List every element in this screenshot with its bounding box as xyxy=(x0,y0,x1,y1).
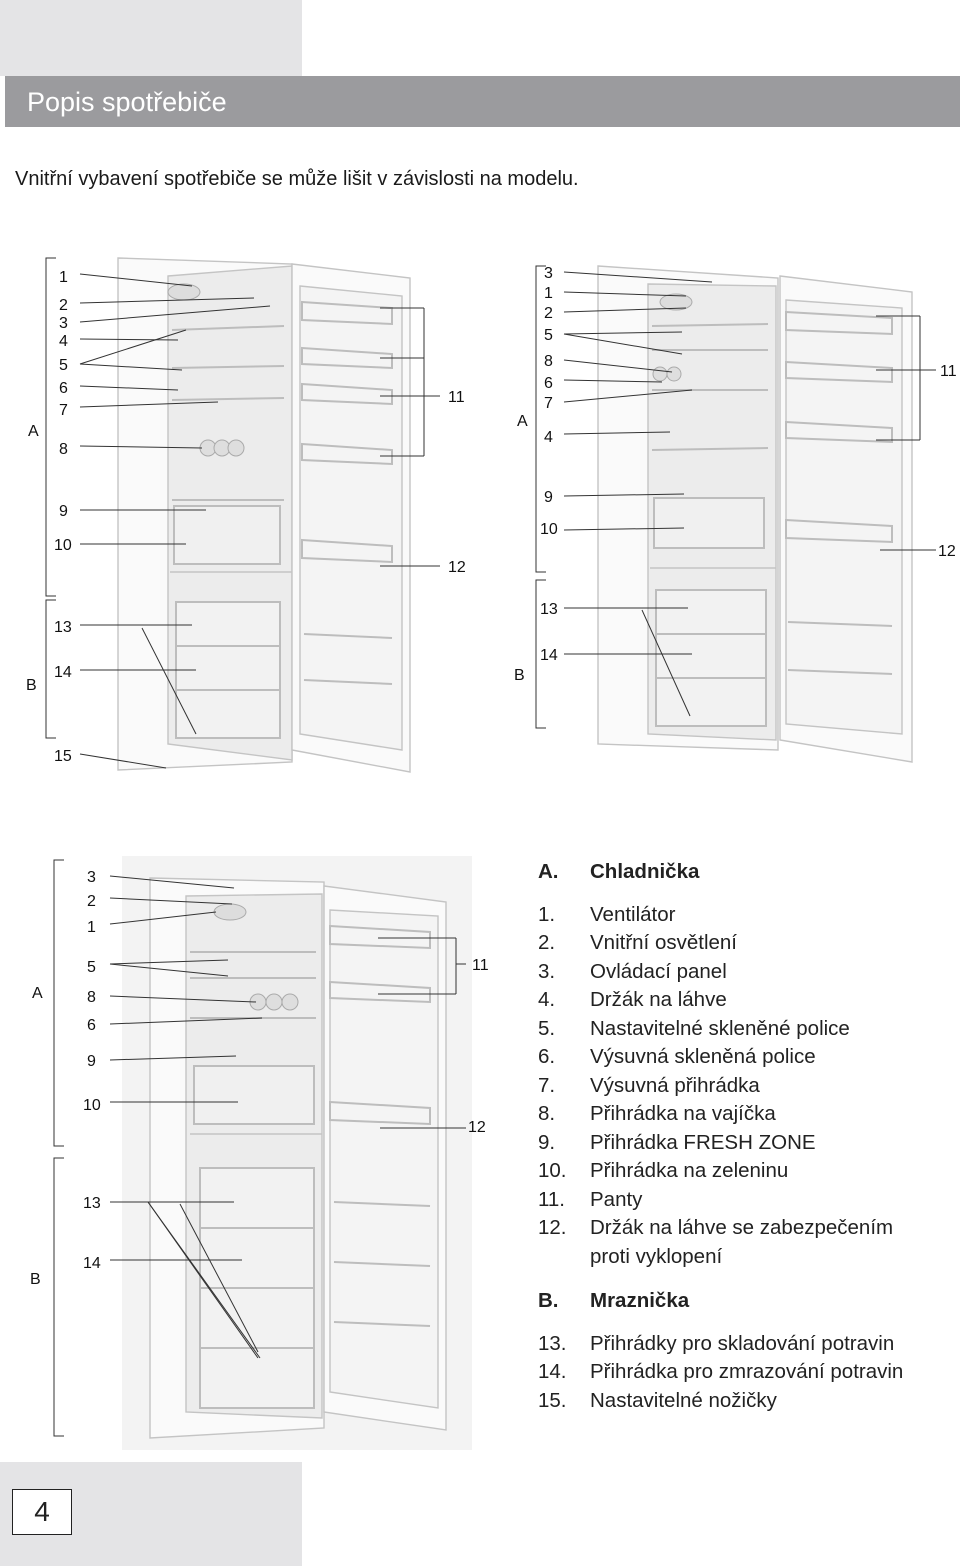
fig3-group-b: B xyxy=(30,1271,41,1288)
fig3-label-3: 3 xyxy=(87,869,96,886)
legend-group-a: A. Chladnička xyxy=(538,858,958,887)
fig3-label-2: 2 xyxy=(87,893,96,910)
fig2-label-14: 14 xyxy=(540,647,558,664)
fig3-label-9: 9 xyxy=(87,1053,96,1070)
fig1-label-1: 1 xyxy=(59,269,68,286)
parts-legend: A. Chladnička 1.Ventilátor 2.Vnitřní osv… xyxy=(538,858,958,1415)
section-title: Popis spotřebiče xyxy=(27,87,227,118)
fig2-label-7: 7 xyxy=(544,395,553,412)
legend-item: 2.Vnitřní osvětlení xyxy=(538,929,958,958)
fig3-label-6: 6 xyxy=(87,1017,96,1034)
section-title-bar: Popis spotřebiče xyxy=(5,76,960,127)
legend-item: 10.Přihrádka na zeleninu xyxy=(538,1157,958,1186)
fig1-label-12: 12 xyxy=(448,559,466,576)
fig1-label-6: 6 xyxy=(59,380,68,397)
legend-item: 15.Nastavitelné nožičky xyxy=(538,1387,958,1416)
fig2-label-4: 4 xyxy=(544,429,553,446)
fig1-label-5: 5 xyxy=(59,357,68,374)
fig3-label-11: 11 xyxy=(472,957,489,974)
fig1-label-4: 4 xyxy=(59,333,68,350)
fig1-label-8: 8 xyxy=(59,441,68,458)
fig2-label-2: 2 xyxy=(544,305,553,322)
fig3-label-1: 1 xyxy=(87,919,96,936)
fig1-label-14: 14 xyxy=(54,664,72,681)
fig2-group-a: A xyxy=(517,413,528,430)
fridge-figure-3: 3 2 1 5 8 6 9 10 13 14 11 12 A B xyxy=(0,852,520,1452)
legend-item: 1.Ventilátor xyxy=(538,901,958,930)
legend-item: 11.Panty xyxy=(538,1186,958,1215)
fig2-label-1: 1 xyxy=(544,285,553,302)
legend-item: 5.Nastavitelné skleněné police xyxy=(538,1015,958,1044)
fig2-label-6: 6 xyxy=(544,375,553,392)
fig1-group-b: B xyxy=(26,677,37,694)
fig1-group-a: A xyxy=(28,423,39,440)
fig2-label-11: 11 xyxy=(940,363,957,380)
fig1-label-13: 13 xyxy=(54,619,72,636)
legend-item: 12.Držák na láhve se zabezpečením xyxy=(538,1214,958,1243)
fig2-label-9: 9 xyxy=(544,489,553,506)
page-number: 4 xyxy=(12,1489,72,1535)
legend-item: 4.Držák na láhve xyxy=(538,986,958,1015)
fig3-label-10: 10 xyxy=(83,1097,101,1114)
fig3-label-13: 13 xyxy=(83,1195,101,1212)
intro-text: Vnitřní vybavení spotřebiče se může liši… xyxy=(15,168,579,191)
legend-item: 7.Výsuvná přihrádka xyxy=(538,1072,958,1101)
legend-item: 14.Přihrádka pro zmrazování potravin xyxy=(538,1358,958,1387)
fig3-group-a: A xyxy=(32,985,43,1002)
legend-item: 13.Přihrádky pro skladování potravin xyxy=(538,1330,958,1359)
fig3-label-14: 14 xyxy=(83,1255,101,1272)
fig3-label-12: 12 xyxy=(468,1119,486,1136)
fig2-label-10: 10 xyxy=(540,521,558,538)
fig1-label-10: 10 xyxy=(54,537,72,554)
fig2-label-5: 5 xyxy=(544,327,553,344)
legend-item: 9.Přihrádka FRESH ZONE xyxy=(538,1129,958,1158)
fig2-group-b: B xyxy=(514,667,525,684)
fig2-label-3: 3 xyxy=(544,265,553,282)
legend-item: 8.Přihrádka na vajíčka xyxy=(538,1100,958,1129)
fig1-label-2: 2 xyxy=(59,297,68,314)
fridge-figure-1: 1 2 3 4 5 6 7 8 9 10 13 14 15 11 12 A B xyxy=(0,250,480,790)
fig1-label-15: 15 xyxy=(54,748,72,765)
fig3-label-8: 8 xyxy=(87,989,96,1006)
legend-item: 3.Ovládací panel xyxy=(538,958,958,987)
legend-item: 6.Výsuvná skleněná police xyxy=(538,1043,958,1072)
fig2-label-13: 13 xyxy=(540,601,558,618)
fridge-figure-2: 3 1 2 5 8 6 7 4 9 10 13 14 11 12 A B xyxy=(480,250,960,770)
fig1-label-7: 7 xyxy=(59,402,68,419)
fig2-label-12: 12 xyxy=(938,543,956,560)
legend-item-continuation: proti vyklopení xyxy=(538,1243,958,1272)
fig1-label-9: 9 xyxy=(59,503,68,520)
top-tab-decoration xyxy=(0,0,302,76)
legend-group-b: B. Mraznička xyxy=(538,1287,958,1316)
fig2-label-8: 8 xyxy=(544,353,553,370)
fig1-label-11: 11 xyxy=(448,389,465,406)
fig3-label-5: 5 xyxy=(87,959,96,976)
fig1-label-3: 3 xyxy=(59,315,68,332)
